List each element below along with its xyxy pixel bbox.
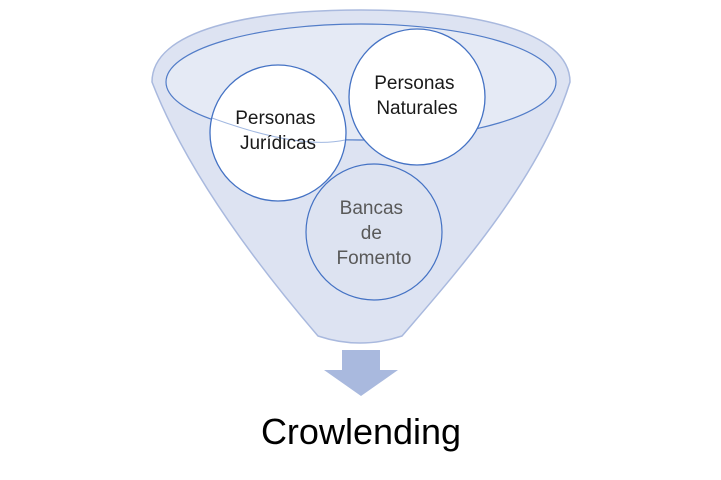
circle-personas-juridicas [209,64,347,202]
label-bancas-de-fomento: Bancas de Fomento [337,198,412,269]
label-personas-naturales: Personas Naturales [374,73,460,119]
rim-overlay-line [211,117,346,143]
label-personas-juridicas: Personas Jurídicas [235,108,321,154]
result-label: Crowlending [261,411,461,452]
label-line: Personas [374,73,454,94]
label-line: Fomento [337,248,412,269]
down-arrow-icon [324,350,398,396]
label-line: Personas [235,108,315,129]
label-line: Bancas [340,198,403,219]
label-line: Naturales [376,98,457,119]
label-line: de [361,223,382,244]
circle-personas-naturales [348,28,486,166]
label-line: Jurídicas [240,133,316,154]
circle-bancas-de-fomento [305,163,443,301]
